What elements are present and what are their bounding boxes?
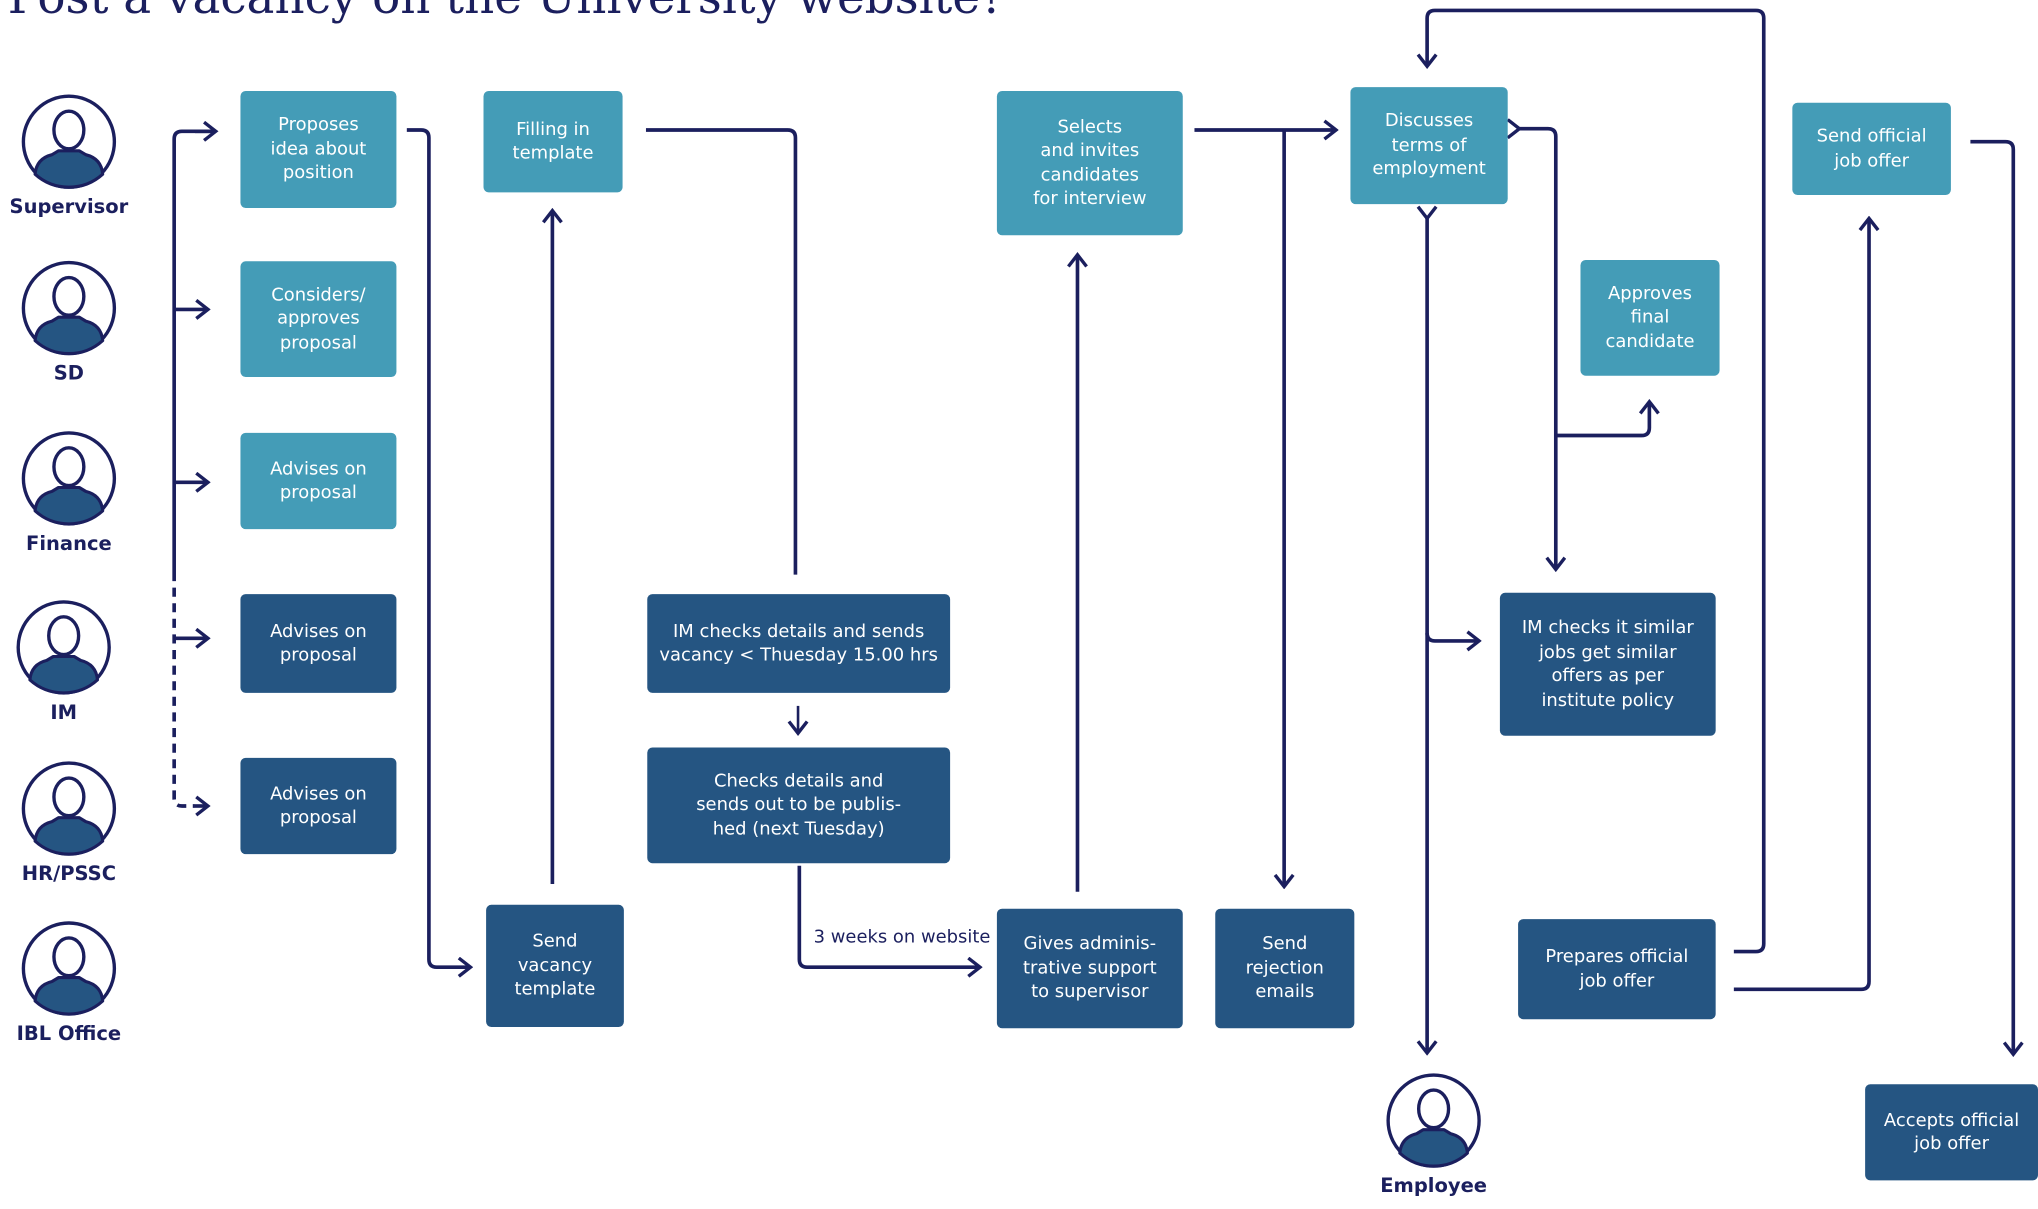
step-accepts-offer: Accepts official job offer <box>1865 1084 2038 1181</box>
step-checks-publish: Checks details and sends out to be publi… <box>647 747 951 864</box>
step-proposes-idea: Proposes idea about position <box>240 91 397 208</box>
role-sd: SD <box>4 260 134 385</box>
person-icon <box>21 761 117 856</box>
step-send-offer: Send official job offer <box>1792 102 1951 195</box>
person-icon <box>21 94 117 189</box>
role-label: Supervisor <box>9 195 129 219</box>
step-send-rejection: Send rejection emails <box>1215 908 1355 1029</box>
person-icon <box>21 260 117 356</box>
step-gives-support: Gives adminis- trative support to superv… <box>996 908 1183 1029</box>
step-discusses-terms: Discusses terms of employment <box>1350 87 1508 205</box>
step-approves-final: Approves final candidate <box>1580 260 1720 376</box>
page-title: Post a vacancy on the University website… <box>8 0 1005 25</box>
role-supervisor: Supervisor <box>4 94 134 219</box>
bracket-connector-dashed <box>172 571 195 808</box>
role-label: Finance <box>26 531 112 556</box>
role-label: Employee <box>1380 1173 1488 1198</box>
role-label: IM <box>50 700 78 725</box>
step-filling-template: Filling in template <box>483 91 623 193</box>
person-icon <box>21 431 117 526</box>
arrow-discusses-im-checks-similar <box>1519 129 1555 570</box>
role-label: SD <box>53 361 84 385</box>
role-hr-pssc: HR/PSSC <box>4 761 134 886</box>
role-label: IBL Office <box>16 1021 122 1046</box>
step-advises-finance: Advises on proposal <box>240 432 397 530</box>
step-prepares-offer: Prepares official job offer <box>1518 919 1716 1020</box>
person-icon <box>1386 1073 1481 1168</box>
role-employee: Employee <box>1369 1073 1499 1198</box>
person-icon <box>16 600 111 695</box>
arrow-checks-publish-to-gives-support <box>797 865 980 967</box>
arrow-to-approves-final <box>1555 402 1650 438</box>
role-label: HR/PSSC <box>21 861 117 886</box>
arrow-send-offer-to-accepts <box>1970 139 2013 1055</box>
step-im-checks-similar: IM checks it similar jobs get similar of… <box>1499 592 1716 736</box>
step-send-template: Send vacancy template <box>486 904 624 1027</box>
arrow-prepares-to-send-offer <box>1733 218 1869 992</box>
duration-annotation: 3 weeks on website <box>813 926 991 948</box>
step-advises-hr: Advises on proposal <box>240 757 397 855</box>
person-icon <box>21 921 117 1016</box>
role-ibl-office: IBL Office <box>4 920 134 1045</box>
role-im: IM <box>0 599 129 724</box>
arrow-proposes-to-send-template <box>406 128 471 967</box>
role-finance: Finance <box>4 430 134 555</box>
arrow-filling-to-im-checks <box>645 128 798 575</box>
step-considers-approves: Considers/ approves proposal <box>240 261 397 377</box>
arrow-to-im-checks-similar <box>1425 633 1479 641</box>
step-advises-im: Advises on proposal <box>240 594 397 693</box>
step-im-checks-vacancy: IM checks details and sends vacancy < Th… <box>647 594 951 693</box>
arrow-prepares-to-discusses <box>1427 8 1766 954</box>
step-selects-invites: Selects and invites candidates for inter… <box>996 91 1183 236</box>
bracket-connector <box>172 129 216 572</box>
